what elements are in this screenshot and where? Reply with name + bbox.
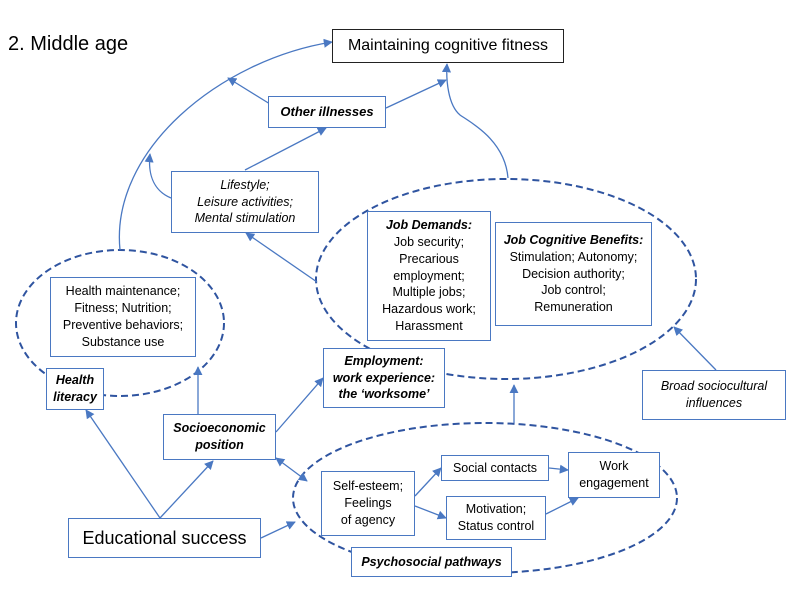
arrow-illness-to-goal: [385, 79, 447, 109]
arrow-ses-to-psych: [275, 457, 308, 482]
lifestyle-box: Lifestyle; Leisure activities; Mental st…: [171, 171, 319, 233]
job-demands-item: Precarious: [399, 251, 459, 266]
arrow-illness-to-arc: [227, 77, 271, 105]
arrow-motivation-to-engagement: [545, 497, 579, 515]
work-engagement-box: Work engagement: [568, 452, 660, 498]
employment-box: Employment: work experience: the ‘workso…: [323, 348, 445, 408]
job-benefits-item: Remuneration: [534, 300, 613, 315]
employment-line: work experience:: [332, 370, 436, 385]
arrow-self-to-social: [414, 467, 442, 497]
psychosocial-pathways-box: Psychosocial pathways: [351, 547, 512, 577]
job-demands-box: Job Demands: Job security; Precarious em…: [367, 211, 491, 341]
employment-line: Employment:: [344, 353, 424, 368]
psychosocial-ellipse: [292, 422, 678, 574]
arrow-ses-to-employment: [275, 377, 324, 433]
work-engagement-line: engagement: [579, 476, 649, 490]
job-demands-item: Hazardous work;: [382, 302, 476, 317]
job-benefits-item: Decision authority;: [522, 266, 625, 281]
goal-label: Maintaining cognitive fitness: [347, 37, 549, 55]
ses-line: position: [195, 438, 244, 452]
ses-line: Socioeconomic: [173, 421, 266, 436]
health-maintenance-item: Substance use: [81, 334, 165, 349]
work-engagement-line: Work: [599, 459, 629, 474]
page-title: 2. Middle age: [8, 33, 129, 55]
other-illnesses-box: Other illnesses: [268, 96, 386, 128]
job-benefits-box: Job Cognitive Benefits: Stimulation; Aut…: [495, 222, 652, 326]
arrow-job-to-lifestyle: [245, 232, 318, 283]
job-benefits-heading: Job Cognitive Benefits:: [503, 232, 644, 247]
socioeconomic-position-box: Socioeconomic position: [163, 414, 276, 460]
job-ellipse: [315, 178, 697, 380]
health-maintenance-item: Health maintenance;: [65, 284, 181, 299]
lifestyle-line: Leisure activities;: [197, 194, 293, 209]
job-demands-item: Job security;: [393, 234, 465, 249]
arrow-job-to-goal: [441, 63, 509, 179]
arrow-edu-to-psych: [260, 521, 296, 539]
motivation-line: Motivation;: [465, 502, 527, 517]
job-demands-heading: Job Demands:: [385, 217, 473, 232]
arrow-health-to-goal: [118, 38, 333, 251]
arrow-social-to-engagement: [548, 464, 569, 474]
educational-success-box: Educational success: [68, 518, 261, 558]
health-maintenance-item: Preventive behaviors;: [62, 318, 184, 332]
health-literacy-box: Health literacy: [46, 368, 104, 410]
motivation-box: Motivation; Status control: [446, 496, 546, 540]
arrow-lifestyle-to-illness: [244, 127, 327, 171]
educational-success-label: Educational success: [82, 527, 247, 548]
employment-line: the ‘worksome’: [338, 387, 430, 402]
job-demands-item: employment;: [393, 268, 465, 283]
health-literacy-line: literacy: [53, 390, 97, 404]
lifestyle-line: Mental stimulation: [194, 211, 296, 226]
social-contacts-label: Social contacts: [452, 460, 538, 475]
job-demands-item: Harassment: [395, 319, 463, 334]
self-esteem-line: of agency: [340, 512, 396, 527]
job-demands-item: Multiple jobs;: [392, 285, 466, 300]
lifestyle-line: Lifestyle;: [220, 177, 270, 192]
broad-influences-box: Broad sociocultural influences: [642, 370, 786, 420]
social-contacts-box: Social contacts: [441, 455, 549, 481]
other-illnesses-label: Other illnesses: [280, 104, 374, 120]
health-literacy-line: Health: [55, 373, 95, 388]
self-esteem-box: Self-esteem; Feelings of agency: [321, 471, 415, 536]
health-maintenance-item: Fitness; Nutrition;: [74, 301, 172, 316]
motivation-line: Status control: [457, 519, 535, 533]
arrow-broad-to-job: [673, 326, 717, 371]
self-esteem-line: Self-esteem;: [332, 479, 404, 494]
arrow-edu-to-literacy: [85, 409, 161, 519]
psychosocial-pathways-label: Psychosocial pathways: [361, 554, 502, 569]
self-esteem-line: Feelings: [344, 496, 392, 511]
job-benefits-item: Job control;: [541, 283, 606, 298]
arrow-self-to-motivation: [414, 505, 447, 520]
health-maintenance-box: Health maintenance; Fitness; Nutrition; …: [50, 277, 196, 357]
arrow-lifestyle-to-arc: [144, 153, 172, 199]
broad-influences-line: influences: [685, 396, 743, 410]
arrow-edu-to-ses: [159, 460, 214, 519]
job-benefits-item: Stimulation; Autonomy;: [509, 249, 638, 264]
broad-influences-line: Broad sociocultural: [660, 379, 768, 394]
goal-box: Maintaining cognitive fitness: [332, 29, 564, 63]
